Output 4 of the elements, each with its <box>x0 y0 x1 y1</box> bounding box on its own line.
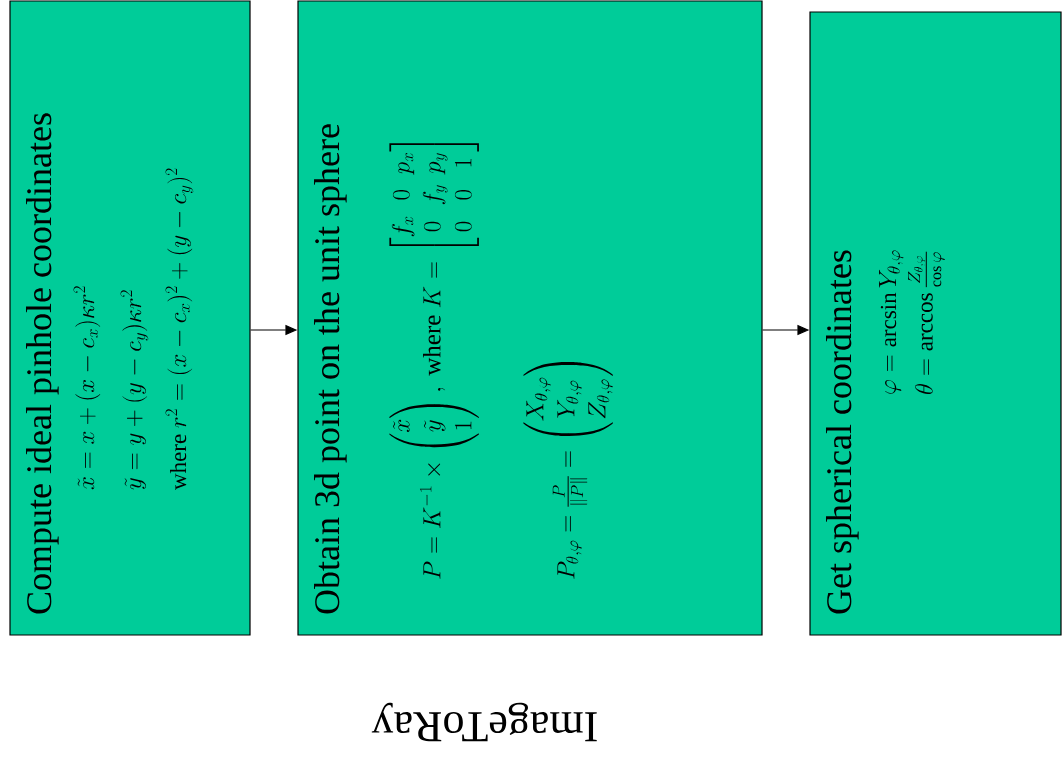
title: ImageToRay <box>371 702 597 742</box>
process-box: Get spherical coordinates $\varphi = \arcsin Y_{\theta,\varphi}$ $\theta = \arccos \frac{Z_{\theta,\varphi}}{\cos\varphi}$ <box>809 11 1062 636</box>
process-box: Obtain 3d point on the unit sphere $P = K^{-1} \times \begin{pmatrix} \tilde{x} \\ \tilde{y} \\ 1 \end{pmatrix}, \text{ where } K = \begin{bmatrix} f_x & 0 & p_x \\ 0 & f_y & p_y \\ 0 & 0 & 1 \end{bmatrix}$ $P_{\theta,\varphi} = \frac{P}{\lVert P \rVert} = \begin{pmatrix} X_{\theta,\varphi} \\ Y_{\theta,\varphi} \\ Z_{\theta,\varphi} \end{pmatrix}$ <box>297 0 763 636</box>
process-box: Compute ideal pinhole coordinates $\tilde{x} = x + (x - c_x)\kappa r^2$ $\tilde{y} = y + (y - c_y)\kappa r^2$ $\text{where } r^2 = (x - c_x)^2 + (y - c_y)^2$ <box>9 0 251 636</box>
